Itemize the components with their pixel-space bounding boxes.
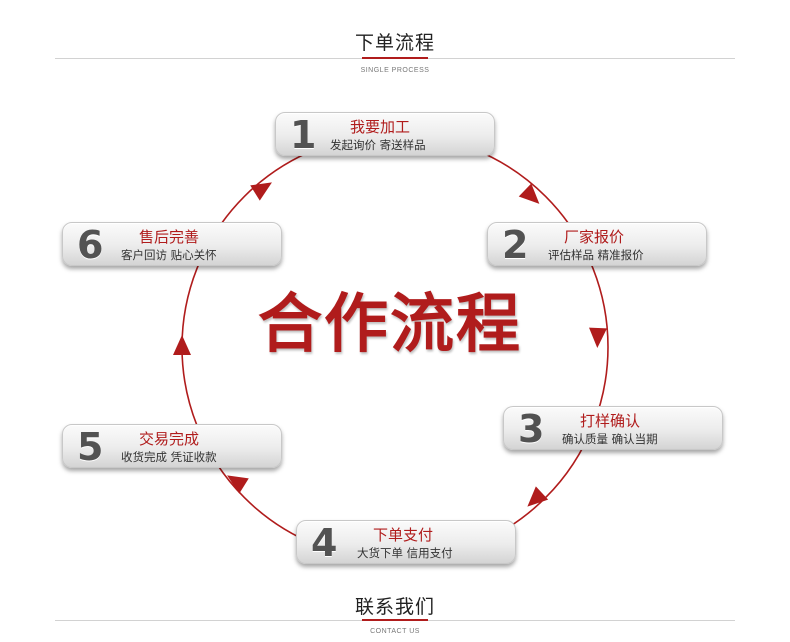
step-5-title: 交易完成 (139, 430, 200, 448)
header-title: 下单流程 (354, 32, 435, 54)
arrow-step1-to-step2 (518, 183, 540, 204)
step-2-card: 2 厂家报价 评估样品 精准报价 (487, 222, 707, 266)
header-subtitle: SINGLE PROCESS (360, 67, 430, 74)
step-5-description: 收货完成 凭证收款 (121, 450, 217, 464)
step-2-description: 评估样品 精准报价 (548, 248, 644, 262)
step-4-number: 4 (311, 521, 338, 565)
step-2-title: 厂家报价 (564, 228, 625, 246)
step-6-number: 6 (77, 223, 104, 267)
arrow-step3-to-step4 (527, 486, 549, 507)
center-title: 合作流程 (258, 287, 522, 362)
step-1-number: 1 (290, 113, 317, 157)
step-5-card: 5 交易完成 收货完成 凭证收款 (62, 424, 282, 468)
step-4-card: 4 下单支付 大货下单 信用支付 (296, 520, 516, 564)
step-6-card: 6 售后完善 客户回访 贴心关怀 (62, 222, 282, 266)
step-1-title: 我要加工 (350, 118, 411, 136)
step-4-title: 下单支付 (373, 526, 434, 544)
arrow-step4-to-step5 (227, 475, 249, 494)
step-3-card: 3 打样确认 确认质量 确认当期 (503, 406, 723, 450)
step-1-card: 1 我要加工 发起询价 寄送样品 (275, 112, 495, 156)
footer-subtitle: CONTACT US (370, 628, 420, 635)
step-3-title: 打样确认 (580, 412, 641, 430)
step-6-title: 售后完善 (139, 228, 200, 246)
step-1-description: 发起询价 寄送样品 (330, 138, 426, 152)
step-3-number: 3 (518, 407, 545, 451)
step-6-description: 客户回访 贴心关怀 (121, 248, 217, 262)
arrow-step5-to-step6 (173, 335, 191, 355)
arrow-step2-to-step3 (589, 327, 607, 348)
arrow-step6-to-step1 (250, 182, 272, 201)
header-accent-bar (362, 57, 428, 59)
step-4-description: 大货下单 信用支付 (357, 546, 453, 560)
step-2-number: 2 (502, 223, 529, 267)
footer-title: 联系我们 (354, 596, 435, 618)
step-3-description: 确认质量 确认当期 (562, 432, 658, 446)
step-5-number: 5 (77, 425, 104, 469)
footer-accent-bar (362, 619, 428, 621)
